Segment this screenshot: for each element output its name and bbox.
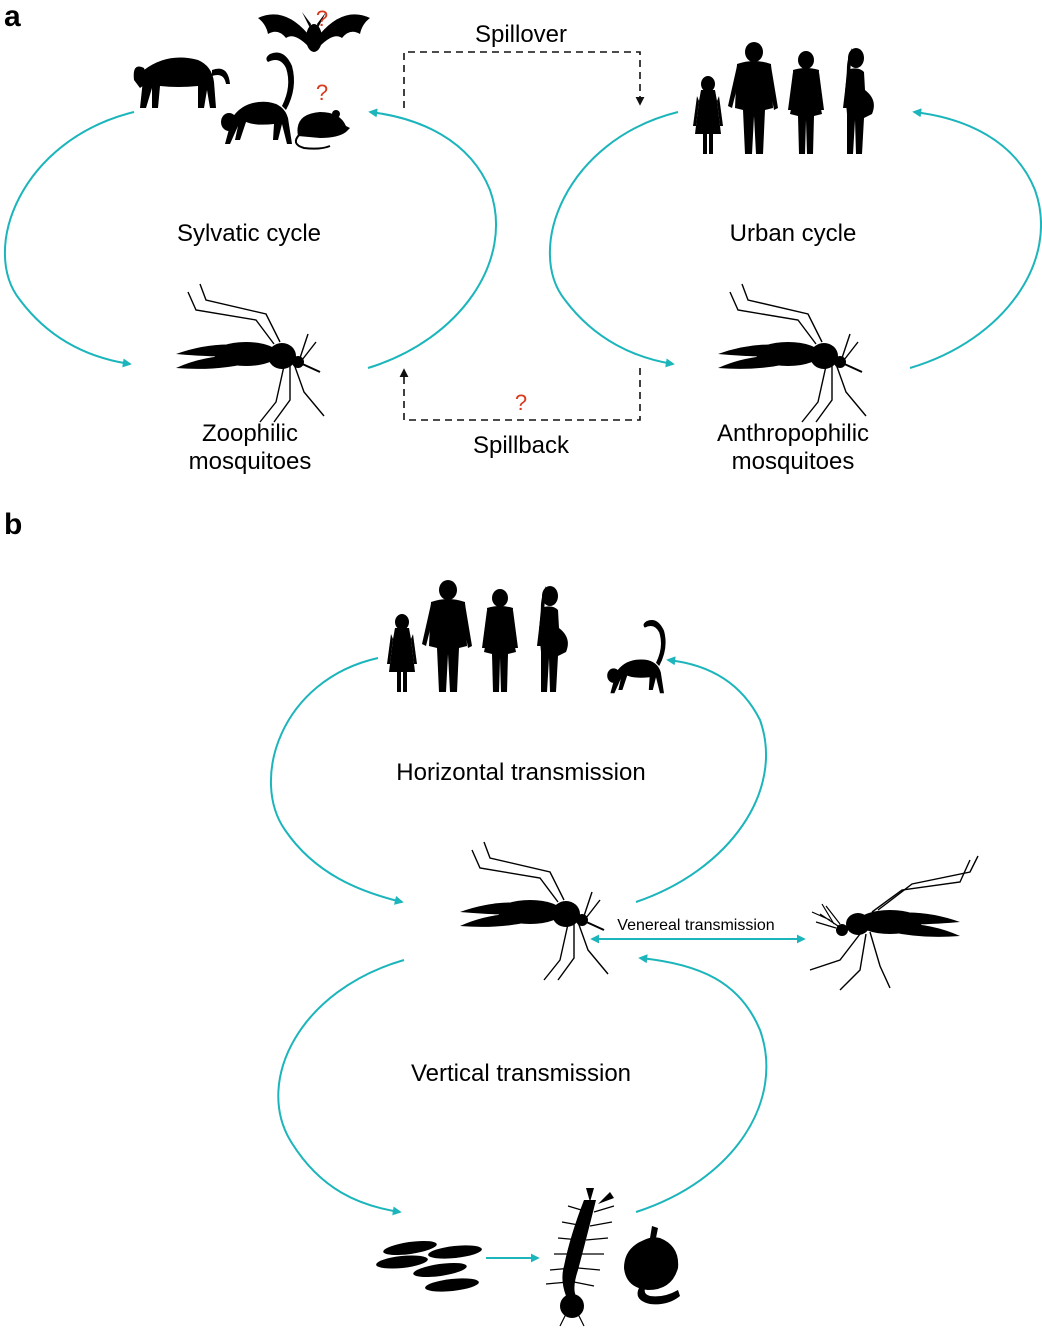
vertical-arrow-up <box>635 954 768 1213</box>
spillback-question-mark: ? <box>515 390 527 415</box>
monkey-b-icon <box>607 620 666 694</box>
monkey-icon <box>221 52 294 144</box>
vertical-arrow-down <box>277 959 405 1216</box>
rodent-question-mark: ? <box>316 80 328 105</box>
zoophilic-mosquito-icon <box>175 283 325 423</box>
male-mosquito-icon <box>809 855 979 991</box>
zoophilic-label-line2: mosquitoes <box>189 448 312 475</box>
pupa-icon <box>624 1226 680 1305</box>
urban-arrow-down <box>549 111 679 368</box>
bat-icon <box>258 12 370 52</box>
panel-a-label: a <box>4 0 21 33</box>
anthropophilic-mosquito-icon <box>717 283 867 423</box>
venereal-transmission-label: Venereal transmission <box>617 917 774 934</box>
sylvatic-arrow-down <box>4 111 135 368</box>
spillover-label: Spillover <box>475 21 567 48</box>
panel-b-label: b <box>4 508 22 541</box>
horizontal-transmission-label: Horizontal transmission <box>396 759 645 786</box>
human-family-b-icon <box>387 580 568 692</box>
sylvatic-cycle-label: Sylvatic cycle <box>177 220 321 247</box>
human-family-icon <box>693 42 874 154</box>
spillback-arrow <box>399 368 641 421</box>
spillback-label: Spillback <box>473 432 570 459</box>
horizontal-arrow-down <box>270 657 404 905</box>
sylvatic-arrow-up <box>367 108 497 369</box>
urban-arrow-up <box>909 108 1042 369</box>
vertical-transmission-label: Vertical transmission <box>411 1060 631 1087</box>
anthropophilic-label-line1: Anthropophilic <box>717 420 869 447</box>
bat-question-mark: ? <box>316 6 328 31</box>
anthropophilic-label-line2: mosquitoes <box>732 448 855 475</box>
spillover-arrow <box>403 51 645 108</box>
eggs-icon <box>376 1240 482 1292</box>
baboon-icon <box>133 57 230 108</box>
larva-icon <box>545 1188 615 1327</box>
rodent-icon <box>294 109 351 150</box>
zoophilic-label-line1: Zoophilic <box>202 420 298 447</box>
female-mosquito-icon <box>459 841 609 981</box>
urban-cycle-label: Urban cycle <box>730 220 857 247</box>
horizontal-arrow-up <box>635 656 767 903</box>
